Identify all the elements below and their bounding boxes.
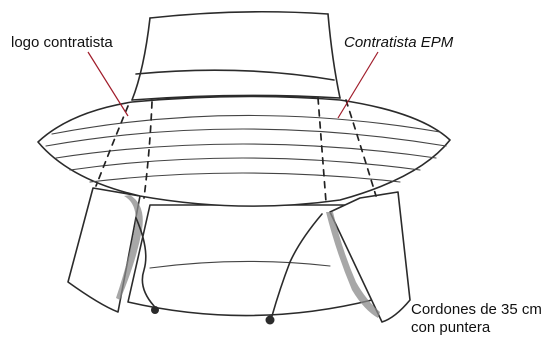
hat-crown xyxy=(132,12,340,100)
cords-label: Cordones de 35 cm con puntera xyxy=(411,301,542,337)
logo-contratista-label: logo contratista xyxy=(11,34,113,51)
left-cord-tip xyxy=(151,306,159,314)
right-cord-tip xyxy=(266,316,275,325)
contratista-epm-label: Contratista EPM xyxy=(344,34,453,51)
cords-label-line1: Cordones de 35 cm xyxy=(411,301,542,319)
cords-label-line2: con puntera xyxy=(411,319,542,337)
